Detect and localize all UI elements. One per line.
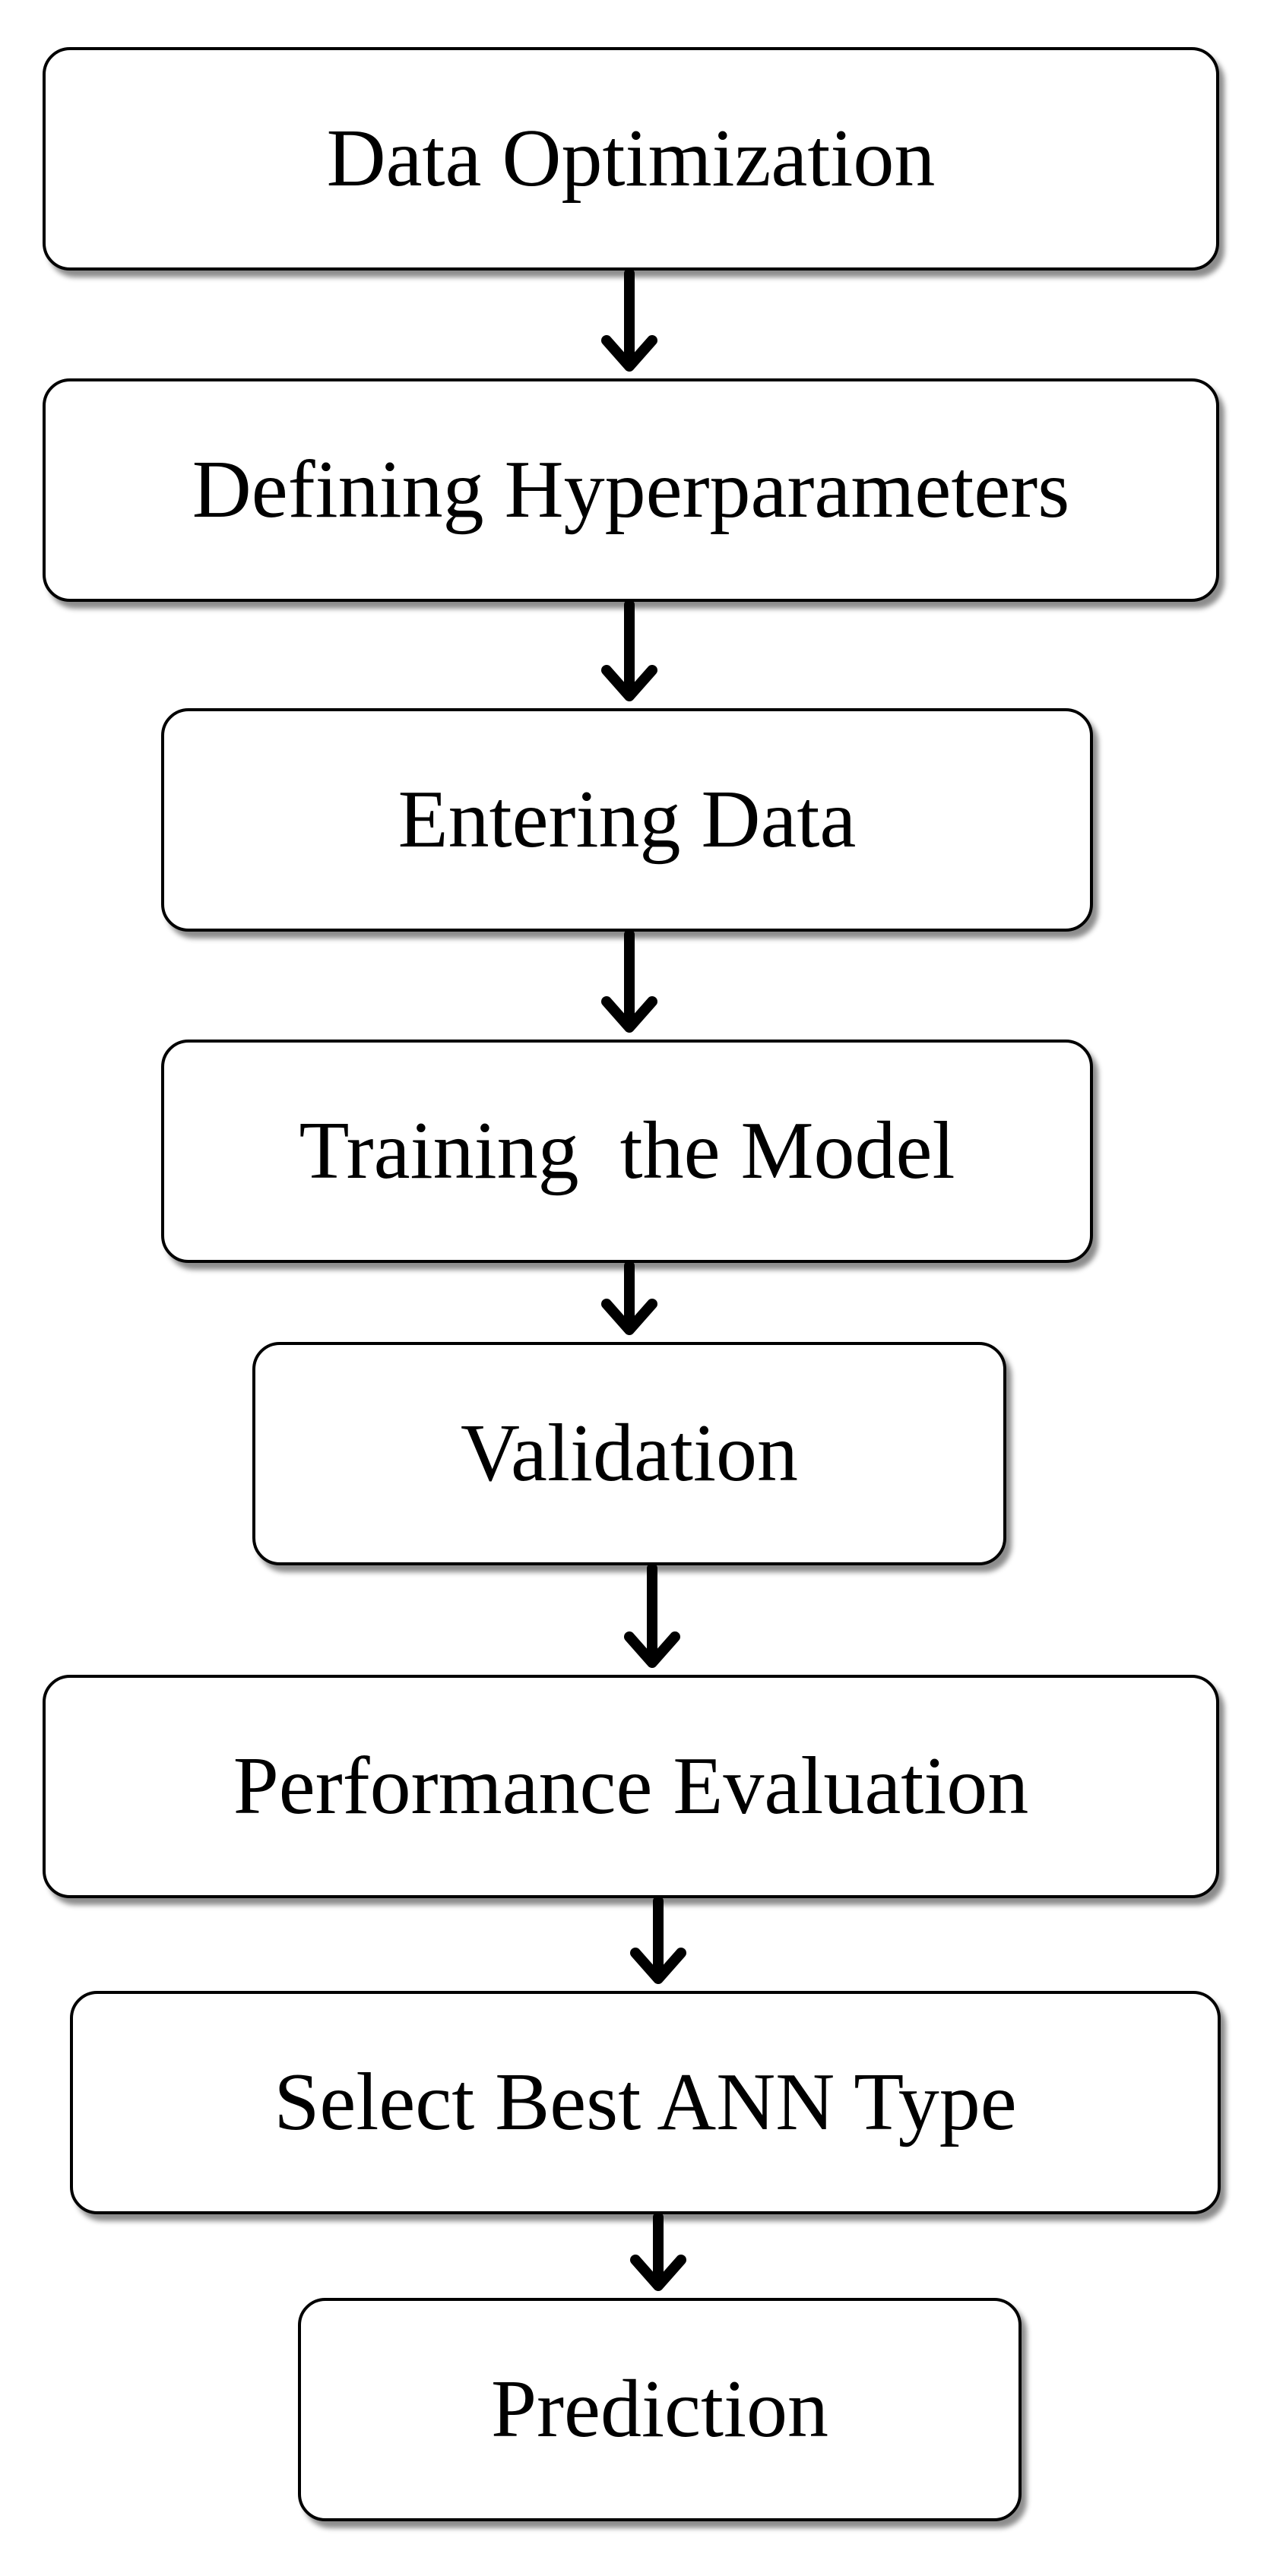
- step-performance-evaluation: Performance Evaluation: [43, 1675, 1219, 1898]
- arrow-7-to-8: [630, 2212, 686, 2291]
- step-entering-data: Entering Data: [161, 708, 1093, 932]
- step-data-optimization: Data Optimization: [43, 47, 1219, 271]
- arrow-4-to-5: [601, 1261, 657, 1335]
- step-label: Performance Evaluation: [233, 1741, 1029, 1831]
- step-label: Entering Data: [398, 774, 857, 865]
- arrow-3-to-4: [601, 929, 657, 1033]
- arrow-2-to-3: [601, 600, 657, 701]
- step-validation: Validation: [252, 1342, 1006, 1565]
- step-training-the-model: Training the Model: [161, 1040, 1093, 1263]
- step-label: Training the Model: [299, 1106, 955, 1196]
- step-label: Defining Hyperparameters: [192, 445, 1070, 535]
- step-label: Data Optimization: [326, 113, 936, 204]
- arrow-1-to-2: [601, 268, 657, 372]
- step-select-best-ann-type: Select Best ANN Type: [70, 1991, 1221, 2214]
- arrow-5-to-6: [624, 1563, 680, 1668]
- step-label: Prediction: [491, 2364, 828, 2454]
- step-defining-hyperparameters: Defining Hyperparameters: [43, 378, 1219, 602]
- step-label: Select Best ANN Type: [274, 2057, 1017, 2147]
- step-prediction: Prediction: [298, 2298, 1022, 2521]
- arrow-6-to-7: [630, 1896, 686, 1984]
- step-label: Validation: [461, 1408, 798, 1498]
